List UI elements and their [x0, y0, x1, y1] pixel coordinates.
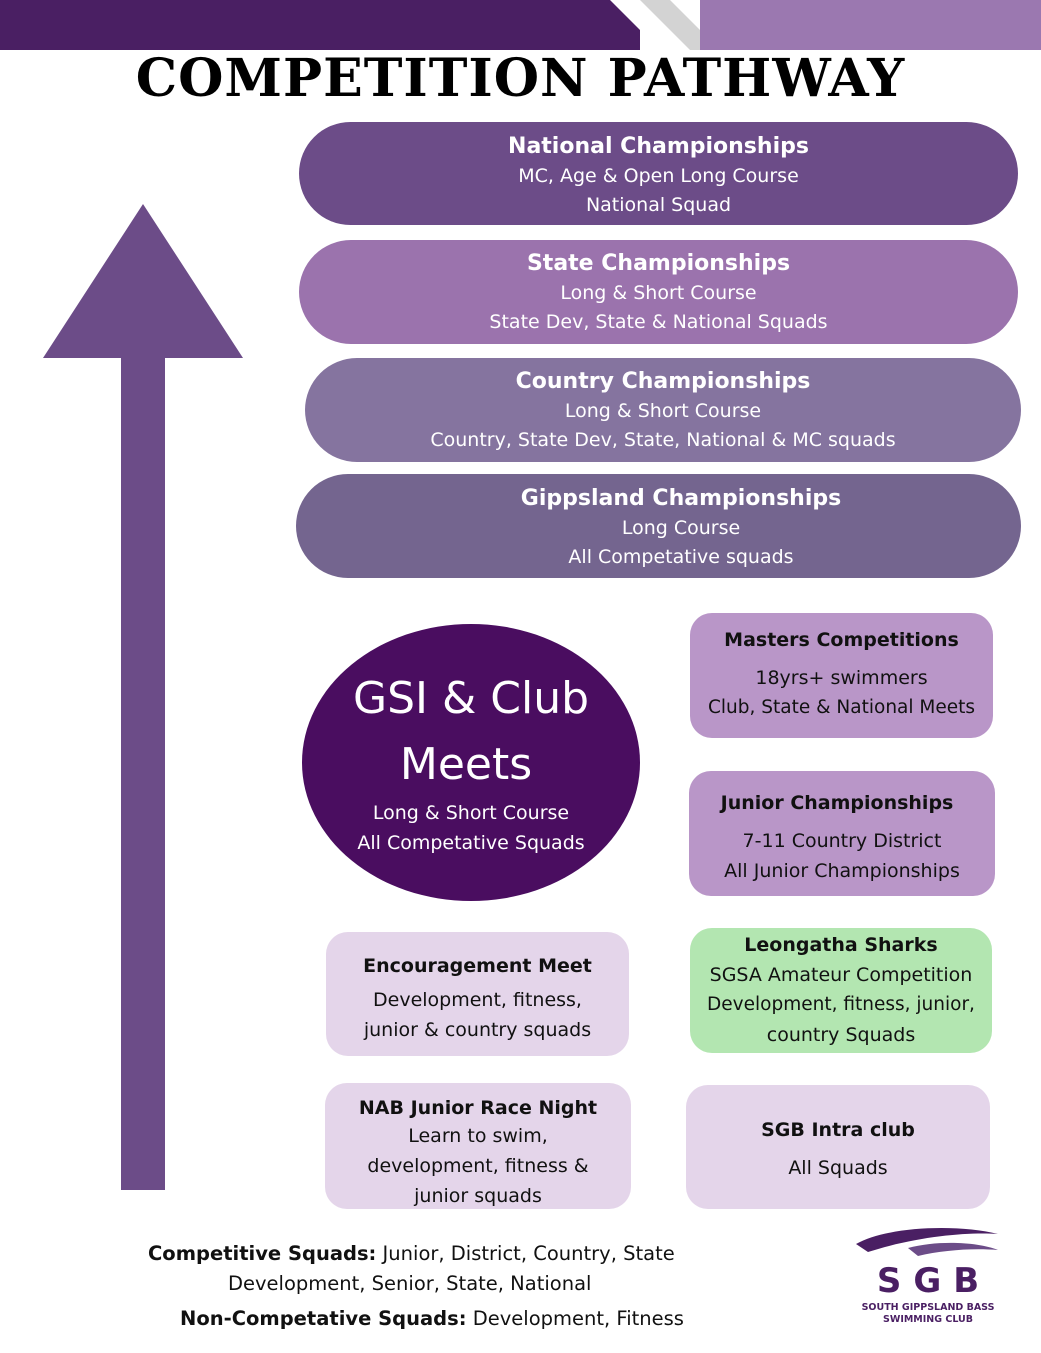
card-line: Development, fitness, — [373, 989, 582, 1011]
gsi-club-meets-circle: GSI & Club Meets Long & Short Course All… — [302, 624, 640, 901]
card-line: All Squads — [788, 1157, 888, 1179]
card-masters: Masters Competitions 18yrs+ swimmers Clu… — [690, 613, 993, 738]
card-line: 18yrs+ swimmers — [755, 667, 928, 689]
gsi-title-line1: GSI & Club — [352, 673, 590, 724]
logo-line: SOUTH GIPPSLAND BASS — [861, 1302, 995, 1313]
card-line: development, fitness & — [367, 1155, 589, 1177]
card-line: Learn to swim, — [408, 1125, 548, 1147]
card-junior-championships: Junior Championships 7-11 Country Distri… — [689, 771, 995, 896]
card-title: Encouragement Meet — [363, 955, 592, 977]
top-banner-left — [0, 0, 640, 50]
footer-noncomp-label: Non-Competative Squads: — [180, 1307, 467, 1330]
card-title: Leongatha Sharks — [744, 934, 938, 956]
gsi-line: All Competative Squads — [357, 832, 585, 854]
card-line: 7-11 Country District — [742, 830, 942, 852]
footer-noncomp-text: Development, Fitness — [466, 1307, 684, 1330]
card-line: Development, fitness, junior, — [707, 994, 975, 1015]
tier-line: State Dev, State & National Squads — [489, 311, 828, 333]
top-banner-right — [700, 0, 1041, 50]
tier-title: Country Championships — [515, 369, 811, 394]
tier-national: National Championships MC, Age & Open Lo… — [299, 122, 1018, 225]
tier-title: State Championships — [526, 251, 791, 276]
card-sgb-intra-club: SGB Intra club All Squads — [686, 1085, 990, 1209]
sgb-logo: SGB SOUTH GIPPSLAND BASS SWIMMING CLUB — [848, 1222, 1008, 1332]
tier-title: National Championships — [508, 134, 809, 159]
gsi-title-line2: Meets — [399, 739, 533, 790]
tier-line: Country, State Dev, State, National & MC… — [430, 429, 896, 451]
card-line: country Squads — [766, 1024, 916, 1046]
card-nab-junior-race-night: NAB Junior Race Night Learn to swim, dev… — [325, 1083, 631, 1209]
card-line: junior squads — [414, 1185, 542, 1207]
card-title: SGB Intra club — [761, 1119, 915, 1141]
pathway-arrow-icon — [43, 204, 243, 1190]
logo-line: SWIMMING CLUB — [883, 1314, 973, 1325]
footer-competitive-line2: Development, Senior, State, National — [228, 1272, 592, 1295]
footer-noncompetitive: Non-Competative Squads: Development, Fit… — [180, 1304, 684, 1334]
card-line: Club, State & National Meets — [707, 697, 976, 718]
tier-title: Gippsland Championships — [520, 486, 842, 511]
tier-line: Long & Short Course — [560, 282, 757, 304]
footer-competitive-line1: Competitive Squads: Junior, District, Co… — [148, 1239, 675, 1269]
tier-line: All Competative squads — [568, 546, 794, 568]
card-title: NAB Junior Race Night — [358, 1097, 598, 1119]
card-leongatha-sharks: Leongatha Sharks SGSA Amateur Competitio… — [690, 928, 992, 1053]
tier-line: Long & Short Course — [564, 400, 762, 422]
logo-swoosh-icon — [856, 1228, 998, 1256]
tier-state: State Championships Long & Short Course … — [299, 240, 1018, 344]
tier-line: Long Course — [621, 517, 741, 539]
tier-country: Country Championships Long & Short Cours… — [305, 358, 1021, 462]
tier-line: National Squad — [585, 194, 732, 216]
page-title: COMPETITION PATHWAY — [135, 48, 906, 109]
tier-line: MC, Age & Open Long Course — [518, 165, 799, 187]
footer-competitive-text: Junior, District, Country, State — [376, 1242, 675, 1265]
card-line: All Junior Championships — [724, 860, 960, 882]
card-line: junior & country squads — [363, 1019, 592, 1041]
logo-mark: SGB — [876, 1261, 992, 1301]
card-title: Masters Competitions — [724, 629, 959, 651]
card-line: SGSA Amateur Competition — [709, 964, 973, 986]
tier-gippsland: Gippsland Championships Long Course All … — [296, 474, 1021, 578]
footer-competitive-label: Competitive Squads: — [148, 1242, 377, 1265]
card-title: Junior Championships — [720, 792, 954, 814]
gsi-line: Long & Short Course — [372, 802, 570, 824]
card-encouragement-meet: Encouragement Meet Development, fitness,… — [326, 932, 629, 1056]
